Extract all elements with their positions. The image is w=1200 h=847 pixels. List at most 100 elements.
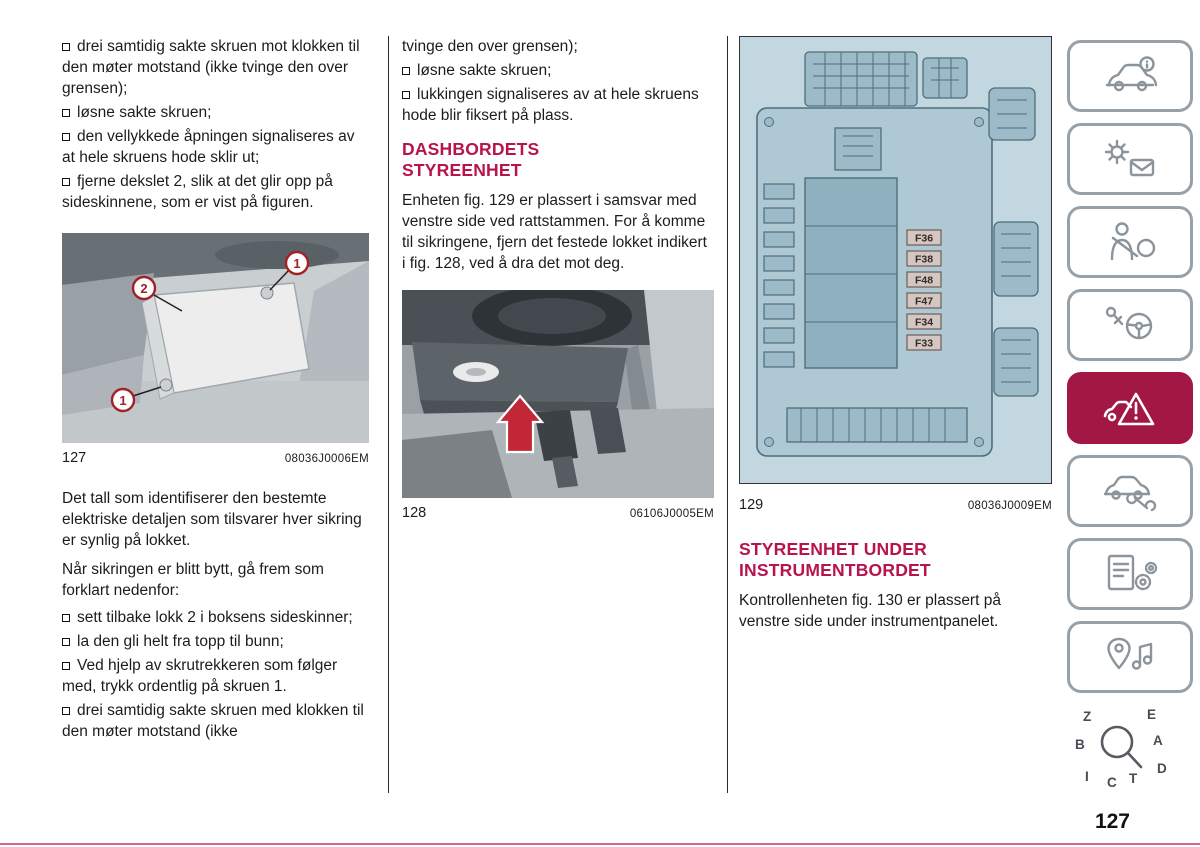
figure-128: 128 06106J0005EM [402,290,714,525]
right-column: F36 F38 F48 F47 F34 F33 [739,36,1052,632]
square-bullet-icon [62,178,70,186]
index-letter: Z [1083,709,1092,724]
bullet-text: Ved hjelp av skrutrekkeren som følger me… [62,657,338,695]
bullet-text: drei samtidig sakte skruen med klokken t… [62,702,364,740]
square-bullet-icon [402,91,410,99]
list-item: lukkingen signaliseres av at hele skruen… [402,84,714,126]
tab-car-info[interactable] [1067,40,1193,112]
figure-code: 06106J0005EM [629,508,714,520]
section-heading: DASHBORDETS STYREENHET [402,139,540,180]
list-item: fjerne dekslet 2, slik at det glir opp p… [62,171,369,213]
index-letter: A [1153,733,1163,748]
svg-text:1: 1 [293,256,300,271]
callout-1-top: 1 [284,250,310,276]
list-item: løsne sakte skruen; [402,60,714,81]
fuse-label: F38 [915,254,933,266]
left-column: drei samtidig sakte skruen mot klokken t… [62,36,369,745]
up-arrow-icon [495,394,545,454]
magnifier-icon [1100,725,1143,769]
index-letter: E [1147,707,1157,722]
index-letter: D [1157,761,1167,776]
figure-129: F36 F38 F48 F47 F34 F33 [739,36,1052,517]
index-letter: I [1085,769,1089,784]
paragraph: Når sikringen er blitt bytt, gå frem som… [62,561,324,599]
tab-warning-lights[interactable] [1067,123,1193,195]
tab-multimedia[interactable] [1067,621,1193,693]
list-item: drei samtidig sakte skruen med klokken t… [62,700,369,742]
figure-caption: 127 08036J0006EM [62,448,369,470]
bullet-text: drei samtidig sakte skruen mot klokken t… [62,38,360,97]
paragraph: Enheten fig. 129 er plassert i samsvar m… [402,192,707,272]
starting-driving-icon [1101,302,1159,348]
car-info-icon [1101,53,1159,99]
figure-127: 1 2 1 127 08036J0006EM [62,233,369,470]
fuse-label: F48 [915,275,933,287]
tab-passenger-safety[interactable] [1067,206,1193,278]
tab-service-maintenance[interactable] [1067,455,1193,527]
list-item: Ved hjelp av skrutrekkeren som følger me… [62,655,369,697]
tab-technical-data[interactable] [1067,538,1193,610]
section-tab-sidebar: Z E B A I C T D [1067,40,1193,790]
square-bullet-icon [402,67,410,75]
emergency-icon [1101,385,1159,431]
fuse-label: F47 [915,296,933,308]
fuse-label: F33 [915,338,933,350]
bullet-text: løsne sakte skruen; [77,104,212,121]
square-bullet-icon [62,109,70,117]
figure-caption: 129 08036J0009EM [739,495,1052,517]
fuse-label: F34 [915,317,933,329]
figure-code: 08036J0009EM [967,500,1052,512]
tab-alphabetical-index[interactable]: Z E B A I C T D [1067,704,1193,790]
section-heading: STYREENHET UNDER INSTRUMENTBORDET [739,539,931,580]
figure-code: 08036J0006EM [284,453,369,465]
figure-caption: 128 06106J0005EM [402,503,714,525]
list-item: løsne sakte skruen; [62,102,369,123]
list-item: sett tilbake lokk 2 i boksens sideskinne… [62,607,369,628]
bottom-rule [0,843,1200,845]
index-letter: B [1075,737,1085,752]
technical-data-icon [1101,551,1159,597]
warning-lights-icon [1101,136,1159,182]
passenger-safety-icon [1101,219,1159,265]
column-divider [388,36,389,793]
page-number: 127 [1094,810,1130,833]
index-letter: C [1107,775,1117,790]
figure-129-image: F36 F38 F48 F47 F34 F33 [739,36,1052,484]
square-bullet-icon [62,638,70,646]
svg-text:1: 1 [119,393,126,408]
square-bullet-icon [62,133,70,141]
figure-128-image [402,290,714,498]
list-item: den vellykkede åpningen signaliseres av … [62,126,369,168]
square-bullet-icon [62,43,70,51]
fuse-label: F36 [915,233,933,245]
svg-text:2: 2 [140,281,147,296]
figure-label: 128 [402,505,427,521]
square-bullet-icon [62,614,70,622]
screw-1-bottom [159,378,173,392]
column-divider [727,36,728,793]
list-item: la den gli helt fra topp til bunn; [62,631,369,652]
bullet-text: sett tilbake lokk 2 i boksens sideskinne… [77,609,353,626]
square-bullet-icon [62,707,70,715]
service-maintenance-icon [1101,468,1159,514]
fuse-labels: F36 F38 F48 F47 F34 F33 [906,229,942,351]
callout-1-bottom: 1 [110,387,136,413]
figure-label: 129 [739,497,764,513]
figure-127-image: 1 2 1 [62,233,369,443]
bullet-text: den vellykkede åpningen signaliseres av … [62,128,355,166]
continuation-text: tvinge den over grensen); [402,38,578,55]
square-bullet-icon [62,662,70,670]
list-item: drei samtidig sakte skruen mot klokken t… [62,36,369,99]
figure-label: 127 [62,450,87,466]
index-letter: T [1129,771,1138,786]
tab-starting-driving[interactable] [1067,289,1193,361]
bullet-text: løsne sakte skruen; [417,62,552,79]
bullet-text: lukkingen signaliseres av at hele skruen… [402,86,699,124]
bullet-text: fjerne dekslet 2, slik at det glir opp p… [62,173,333,211]
middle-column: tvinge den over grensen); løsne sakte sk… [402,36,714,525]
paragraph: Det tall som identifiserer den bestemte … [62,490,362,549]
multimedia-icon [1101,634,1159,680]
paragraph: Kontrollenheten fig. 130 er plassert på … [739,592,1001,630]
tab-emergency[interactable] [1067,372,1193,444]
